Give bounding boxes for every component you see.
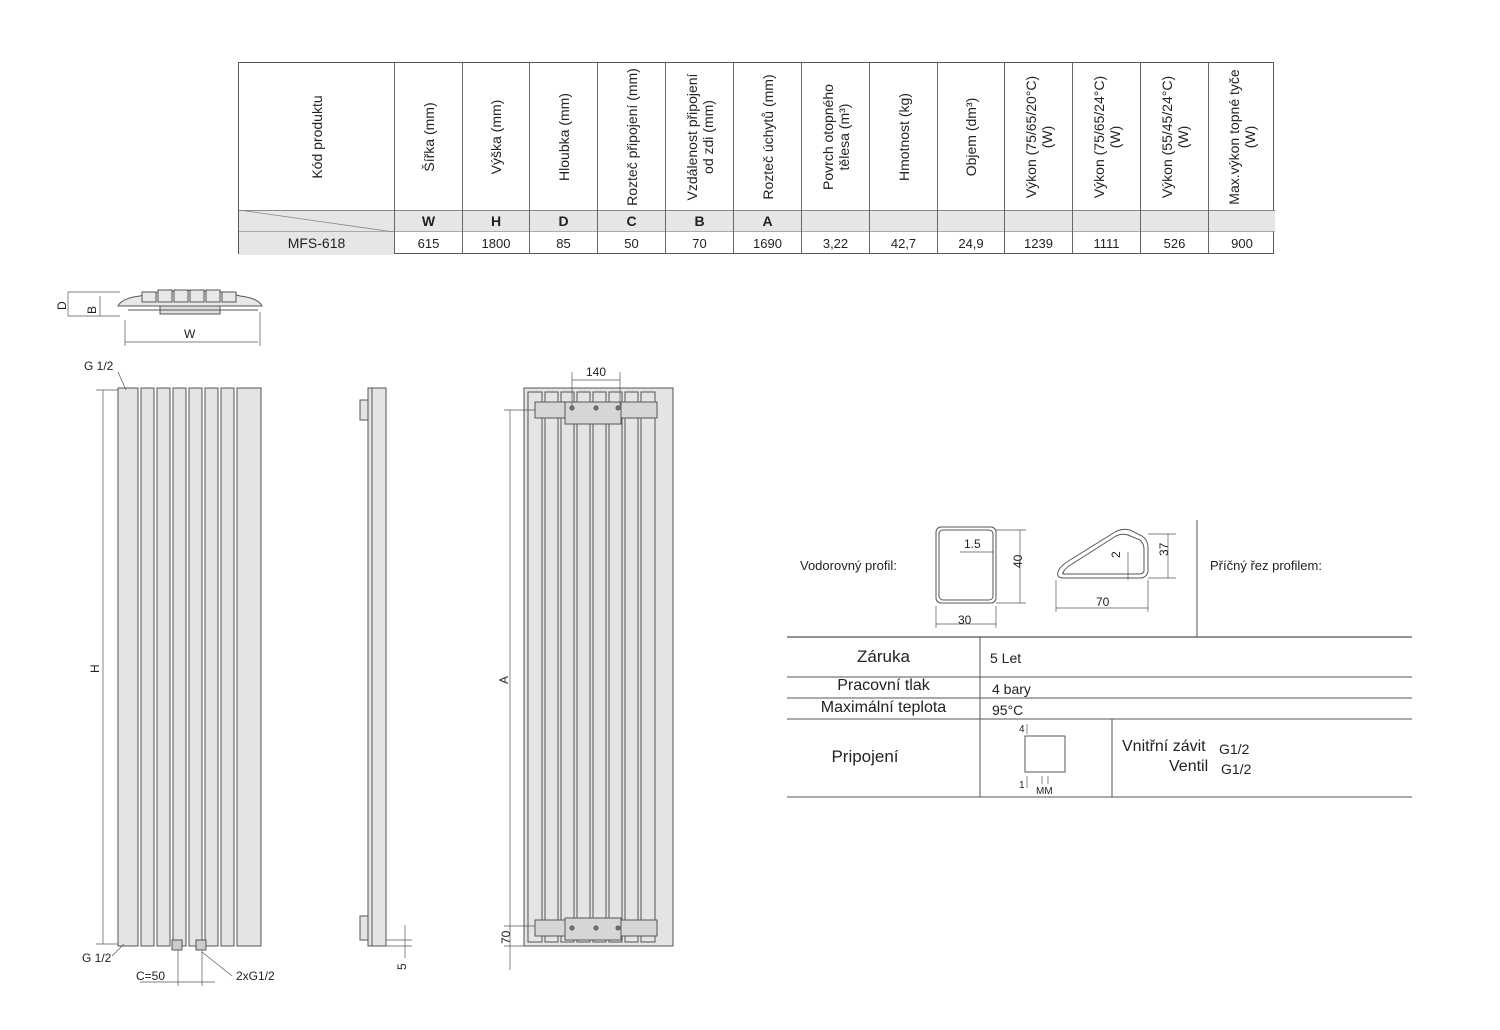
icon-top-dim: 4: [1019, 724, 1025, 735]
dim-40: 40: [1011, 554, 1025, 568]
column-letter: B: [666, 210, 733, 232]
column-letter: [1141, 210, 1208, 232]
icon-bottom-dim: MM: [1036, 786, 1053, 797]
dim-37: 37: [1157, 542, 1171, 556]
cross-profile: [1055, 528, 1176, 612]
label-140: 140: [586, 365, 606, 379]
column-value: 900: [1231, 236, 1253, 251]
label-d: D: [55, 301, 69, 310]
table-column: Povrch otopného tělesa (m³)3,22: [801, 63, 869, 253]
warranty-label: Záruka: [857, 647, 910, 666]
column-value: 50: [624, 236, 639, 251]
cross-profile-label: Příčný řez profilem:: [1210, 558, 1322, 573]
column-value: 3,22: [822, 236, 849, 251]
thread-label: Vnitřní závit: [1122, 738, 1206, 755]
column-letter: A: [734, 210, 801, 232]
top-view: [67, 289, 263, 346]
column-letter: H: [463, 210, 529, 232]
label-a: A: [497, 676, 511, 684]
connection-label: Pripojení: [831, 747, 899, 766]
label-h: H: [88, 664, 102, 673]
table-column: Max.výkon topné tyče (W)900: [1208, 63, 1275, 253]
temp-value: 95°C: [992, 702, 1024, 718]
table-column: Objem (dm³)24,9: [937, 63, 1004, 253]
table-column: Hmotnost (kg)42,7: [869, 63, 937, 253]
column-letter: [1073, 210, 1140, 232]
front-view: [96, 371, 262, 986]
column-value: 70: [692, 236, 707, 251]
label-g-top: G 1/2: [84, 359, 114, 373]
column-value: 526: [1163, 236, 1186, 251]
label-five: 5: [395, 963, 409, 970]
side-view: [359, 387, 412, 958]
pressure-value: 4 bary: [992, 681, 1031, 697]
table-column: Výkon (75/65/24°C) (W)1111: [1072, 63, 1140, 253]
valve-value: G1/2: [1221, 761, 1252, 777]
column-letter: [938, 210, 1004, 232]
column-value: 24,9: [958, 236, 984, 251]
column-value: 1690: [753, 236, 782, 251]
dim-t: 1.5: [964, 537, 981, 551]
warranty-value: 5 Let: [990, 650, 1022, 666]
column-value: 85: [556, 236, 571, 251]
diagonal-divider: [239, 210, 394, 232]
column-letter: [870, 210, 937, 232]
column-value: 615: [417, 236, 440, 251]
column-letter: [1005, 210, 1072, 232]
horizontal-profile-label: Vodorovný profil:: [800, 558, 897, 573]
column-letter: [1209, 210, 1275, 232]
pressure-label: Pracovní tlak: [837, 677, 930, 694]
horizontal-profile: [935, 526, 1026, 628]
info-table-lines: [787, 520, 1412, 798]
dim-70: 70: [1096, 595, 1110, 609]
dim-30: 30: [958, 613, 972, 627]
column-letter: D: [530, 210, 597, 232]
column-value: 1239: [1024, 236, 1053, 251]
column-letter: C: [598, 210, 665, 232]
valve-label: Ventil: [1169, 758, 1209, 775]
column-value: MFS-618: [239, 232, 394, 255]
icon-left-dim: 1: [1019, 780, 1025, 791]
table-column: Výkon (75/65/20°C) (W)1239: [1004, 63, 1072, 253]
dim-2: 2: [1109, 551, 1123, 558]
label-w: W: [184, 327, 196, 341]
thread-value: G1/2: [1219, 741, 1250, 757]
column-value: 1111: [1093, 236, 1120, 251]
column-letter: [802, 210, 869, 232]
table-column: Výkon (55/45/24°C) (W)526: [1140, 63, 1208, 253]
label-g-bottom: G 1/2: [82, 951, 112, 965]
label-70: 70: [499, 930, 513, 944]
label-c: C=50: [136, 969, 165, 983]
column-value: 42,7: [890, 236, 917, 251]
label-b: B: [85, 306, 99, 314]
rear-view: [504, 372, 674, 970]
label-conn: 2xG1/2: [236, 969, 275, 983]
column-value: 1800: [481, 236, 511, 251]
column-letter: W: [395, 210, 462, 232]
temp-label: Maximální teplota: [820, 699, 947, 716]
